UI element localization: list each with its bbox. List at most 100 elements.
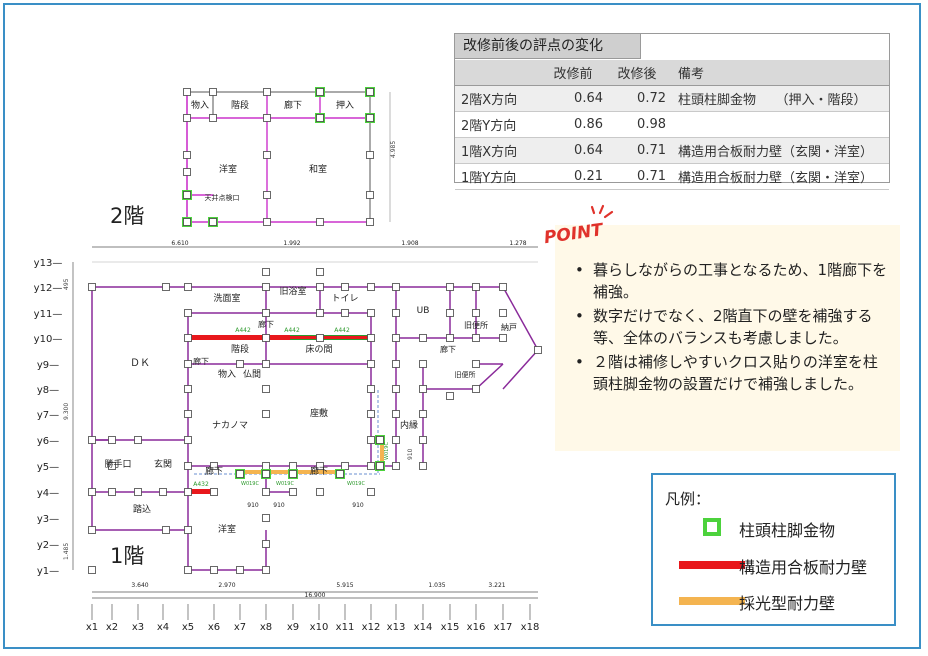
grid-y-label: y6—: [37, 436, 59, 447]
column-marker: [262, 470, 270, 478]
column-marker: [472, 283, 480, 291]
legend-panel: 凡例： 柱頭柱脚金物 構造用合板耐力壁 採光型耐力壁: [651, 473, 896, 626]
grid-y-label: y10—: [34, 334, 63, 345]
light-wall-swatch: [679, 597, 745, 605]
second-floor-plan: 物入階段廊下押入洋室和室天井点検口4.985: [182, 87, 397, 227]
column-marker: [289, 470, 297, 478]
grid-x-label: x12: [362, 622, 381, 633]
column-marker: [262, 540, 270, 548]
plywood-wall: [188, 335, 268, 340]
first-floor-plan: y13—y12—y11—y10—y9—y8—y7—y6—y5—y4—y3—y2—…: [34, 240, 542, 633]
column-marker: [392, 385, 400, 393]
column-marker: [184, 309, 192, 317]
room-label: 旧便所: [464, 320, 488, 330]
column-marker: [262, 268, 270, 276]
grid-x-label: x16: [467, 622, 486, 633]
room-label: 座敷: [310, 407, 328, 419]
column-marker: [263, 191, 271, 199]
row-direction: 2階Y方向: [455, 111, 542, 138]
column-marker: [210, 462, 218, 470]
column-metal-icon: [703, 518, 721, 536]
column-marker: [262, 514, 270, 522]
grid-x-label: x18: [521, 622, 540, 633]
room-label: 仏間: [243, 369, 261, 380]
column-marker: [376, 436, 384, 444]
score-header-row: 改修前 改修後 備考: [455, 60, 889, 86]
grid-x-label: x13: [387, 622, 406, 633]
point-panel: 暮らしながらの工事となるため、1階廊下を補強。 数字だけでなく、2階直下の壁を補…: [555, 225, 900, 451]
room-label: 和室: [309, 163, 327, 175]
column-marker: [419, 436, 427, 444]
room-label: 6.610: [171, 240, 188, 247]
table-row: 1階X方向 0.64 0.71 構造用合板耐力壁（玄関・洋室）: [455, 137, 889, 164]
column-marker: [419, 410, 427, 418]
column-marker: [236, 566, 244, 574]
dimension-label: 9.300: [63, 403, 70, 420]
score-table-title: 改修前後の評点の変化: [455, 34, 641, 59]
room-label: 床の間: [305, 343, 332, 355]
column-marker: [263, 88, 271, 96]
column-marker: [183, 88, 191, 96]
wall-tag: A432: [193, 481, 209, 488]
column-marker: [446, 392, 454, 400]
column-marker: [162, 526, 170, 534]
grid-y-label: y9—: [37, 360, 59, 371]
row-before: 0.86: [542, 111, 607, 138]
column-marker: [134, 488, 142, 496]
column-marker: [183, 218, 191, 226]
grid-y-label: y12—: [34, 283, 63, 294]
column-marker: [184, 410, 192, 418]
column-marker: [184, 488, 192, 496]
room-label: 2.970: [218, 582, 235, 589]
grid-x-label: x17: [494, 622, 513, 633]
score-table-panel: 改修前後の評点の変化 改修前 改修後 備考 2階X方向 0.64 0.72 柱頭…: [454, 33, 890, 190]
column-marker: [419, 334, 427, 342]
wall-tag: W019C: [241, 481, 259, 487]
column-marker: [262, 462, 270, 470]
column-marker: [446, 309, 454, 317]
grid-y-label: y13—: [34, 258, 63, 269]
column-marker: [499, 283, 507, 291]
room-label: 廊下: [310, 465, 328, 477]
column-marker: [263, 114, 271, 122]
column-marker: [316, 334, 324, 342]
column-marker: [263, 218, 271, 226]
row-before: 0.64: [542, 137, 607, 164]
row-direction: 2階X方向: [455, 85, 542, 112]
column-marker: [446, 334, 454, 342]
wall-tag: A442: [284, 327, 300, 334]
room-label: 押入: [336, 99, 354, 111]
point-list: 暮らしながらの工事となるため、1階廊下を補強。 数字だけでなく、2階直下の壁を補…: [569, 259, 891, 397]
room-label: 16.900: [305, 592, 326, 599]
plywood-wall: [290, 336, 370, 339]
dimension-label: 1.485: [63, 543, 70, 560]
column-marker: [108, 436, 116, 444]
row-direction: 1階X方向: [455, 137, 542, 164]
wall-tag: A442: [334, 327, 350, 334]
grid-y-label: y3—: [37, 514, 59, 525]
column-marker: [289, 488, 297, 496]
column-marker: [392, 436, 400, 444]
room-label: 3.640: [131, 582, 148, 589]
column-marker: [209, 114, 217, 122]
room-label: 1.035: [428, 582, 445, 589]
room-label: 階段: [231, 99, 249, 111]
column-marker: [316, 88, 324, 96]
column-marker: [262, 309, 270, 317]
room-label: 910: [352, 502, 364, 509]
column-marker: [184, 462, 192, 470]
room-label: 旧浴室: [279, 285, 306, 297]
room-label: 内縁: [400, 419, 418, 431]
room-label: 廊下: [440, 344, 456, 354]
wall-tag: A442: [235, 327, 251, 334]
legend-title: 凡例：: [665, 490, 711, 508]
grid-x-label: x5: [182, 622, 194, 633]
column-marker: [262, 360, 270, 368]
column-marker: [316, 462, 324, 470]
room-label: 踏込: [133, 503, 151, 515]
column-marker: [262, 283, 270, 291]
room-label: 廊下: [205, 465, 223, 477]
room-label: 洋室: [218, 523, 236, 535]
column-marker: [209, 88, 217, 96]
wall-tag: W019C: [384, 442, 390, 460]
